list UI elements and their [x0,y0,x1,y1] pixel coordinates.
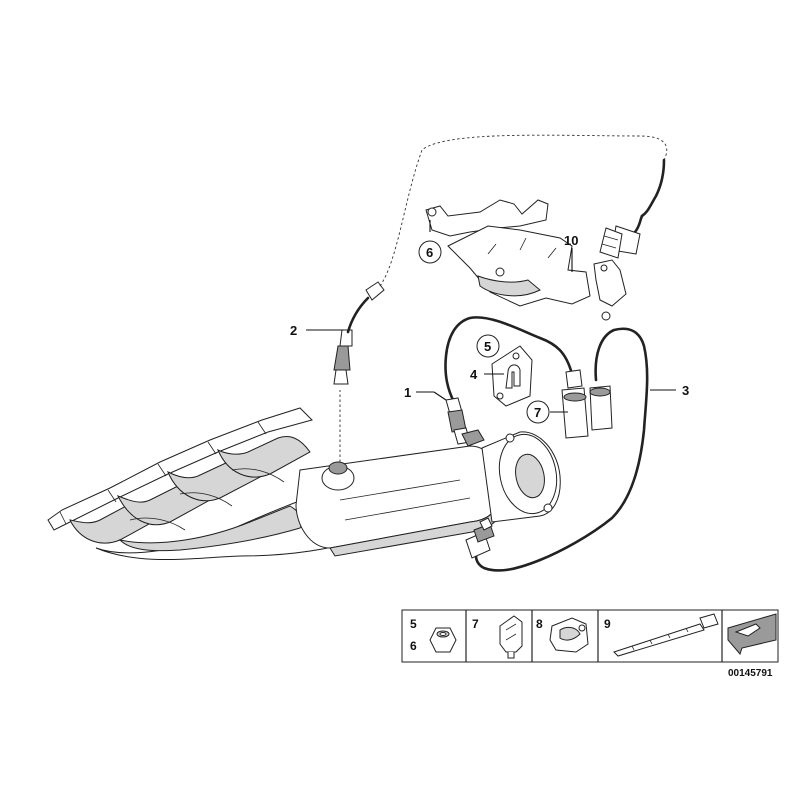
callout-5: 5 [484,339,491,354]
legend-label-5: 5 [410,617,417,631]
cable-tie-icon [613,613,719,657]
callout-7: 7 [534,405,541,420]
connector-plug [599,158,666,259]
legend-label-9: 9 [604,617,611,631]
legend-cable-tie-cell: 9 [604,613,719,657]
parts-legend: 5 6 7 8 [401,609,779,663]
callout-labels: 1 2 3 4 5 6 7 10 [290,233,689,424]
legend-nut-cell: 5 6 [410,617,457,653]
callout-3: 3 [682,383,689,398]
legend-label-8: 8 [536,617,543,631]
leader-lines [306,220,676,413]
oxygen-sensor-2 [333,134,668,462]
catalytic-converter [295,431,561,557]
legend-clip-cell: 7 [472,615,523,659]
mounting-bracket [491,345,533,407]
legend-label-6: 6 [410,639,417,653]
oxygen-sensor-3 [465,327,649,572]
oxygen-sensor-1 [444,316,589,447]
callout-6: 6 [426,245,433,260]
callout-4: 4 [470,367,478,382]
catalog-number: 00145791 [728,668,773,679]
arrow-icon [727,613,777,655]
hex-nut-icon [429,627,457,653]
heat-shield-bracket [425,199,627,321]
cable-clamp-icon [549,617,589,653]
callout-1: 1 [404,385,411,400]
legend-clamp-cell: 8 [536,617,589,653]
cable-clip-icon [499,615,523,659]
legend-label-7: 7 [472,617,479,631]
callout-2: 2 [290,323,297,338]
callout-10: 10 [564,233,578,248]
